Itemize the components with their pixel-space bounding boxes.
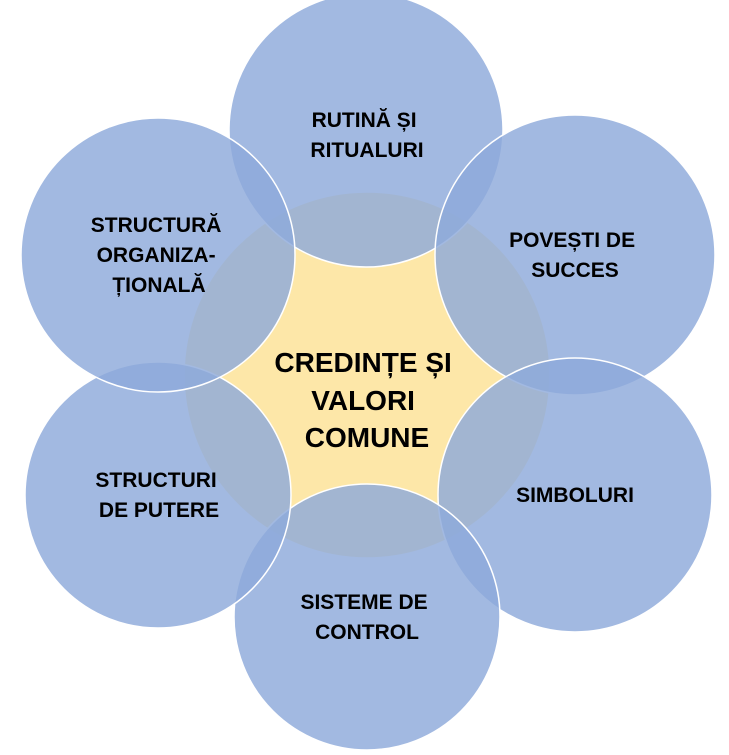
circle-structura-org (20, 117, 296, 393)
circle-sisteme (233, 483, 501, 751)
center-label: CREDINȚE ȘI VALORI COMUNE (274, 347, 459, 453)
circle-povesti (434, 114, 716, 396)
label-rutina: RUTINĂ ȘI RITUALURI (310, 109, 423, 162)
circle-simboluri (437, 357, 713, 633)
label-structura-org: STRUCTURĂ ORGANIZA- ȚIONALĂ (91, 214, 228, 297)
label-sisteme: SISTEME DE CONTROL (300, 591, 433, 644)
label-structuri-putere: STRUCTURI DE PUTERE (95, 469, 222, 522)
label-povesti: POVEȘTI DE SUCCES (509, 229, 641, 282)
label-simboluri: SIMBOLURI (516, 484, 634, 507)
circle-rutina (228, 0, 504, 268)
circle-structuri-putere (24, 361, 292, 629)
